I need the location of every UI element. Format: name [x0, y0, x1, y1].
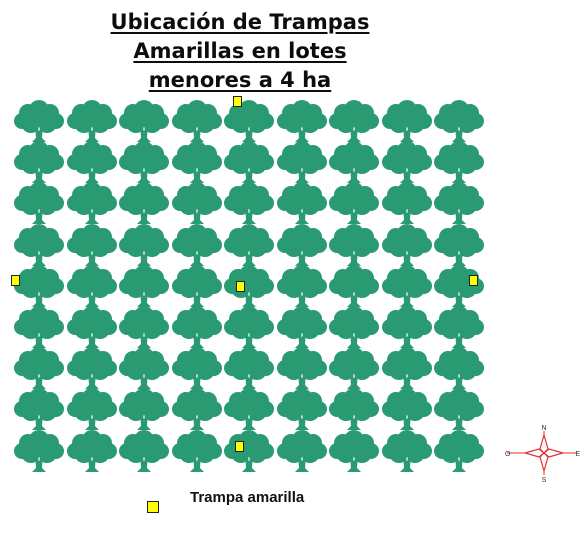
tree-icon	[224, 223, 274, 266]
tree-icon	[329, 388, 379, 431]
tree-icon	[381, 100, 432, 142]
tree-icon	[14, 182, 64, 225]
tree-icon	[276, 182, 327, 225]
tree-icon	[224, 182, 274, 225]
tree-icon	[119, 388, 169, 431]
tree-icon	[119, 264, 169, 307]
tree-icon	[119, 182, 169, 225]
tree-icon	[276, 223, 327, 266]
tree-icon	[276, 141, 327, 184]
tree-icon	[381, 347, 432, 390]
tree-icon	[381, 223, 432, 266]
tree-icon	[14, 264, 64, 307]
yellow-trap-marker	[11, 275, 20, 286]
tree-icon	[329, 141, 379, 184]
tree-icon	[171, 429, 222, 472]
tree-icon	[14, 388, 64, 431]
tree-icon	[14, 306, 64, 348]
tree-icon	[381, 182, 432, 225]
tree-icon	[434, 306, 484, 348]
tree-icon	[434, 264, 484, 307]
tree-icon	[66, 141, 117, 184]
title-line-2: Amarillas en lotes	[133, 39, 347, 63]
tree-icon	[171, 141, 222, 184]
tree-icon	[434, 100, 484, 142]
tree-icon	[14, 429, 64, 472]
tree-icon	[434, 388, 484, 431]
tree-icon	[171, 264, 222, 307]
tree-icon	[119, 347, 169, 390]
tree-icon	[66, 182, 117, 225]
yellow-trap-marker	[236, 281, 245, 292]
tree-icon	[224, 347, 274, 390]
tree-icon	[66, 429, 117, 472]
tree-icon	[329, 223, 379, 266]
tree-icon	[224, 141, 274, 184]
tree-icon	[224, 429, 274, 472]
tree-icon	[381, 388, 432, 431]
tree-icon	[434, 347, 484, 390]
tree-icon	[66, 388, 117, 431]
tree-icon	[66, 347, 117, 390]
tree-icon	[329, 306, 379, 348]
tree-icon	[119, 100, 169, 142]
tree-icon	[276, 264, 327, 307]
tree-icon	[14, 223, 64, 266]
yellow-trap-marker	[469, 275, 478, 286]
tree-icon	[381, 141, 432, 184]
tree-icon	[119, 141, 169, 184]
tree-icon	[276, 347, 327, 390]
page-title: Ubicación de Trampas Amarillas en lotes …	[60, 8, 420, 95]
tree-icon	[329, 264, 379, 307]
tree-icon	[329, 182, 379, 225]
tree-icon	[276, 100, 327, 142]
tree-icon	[66, 306, 117, 348]
tree-icon	[171, 182, 222, 225]
tree-icon	[381, 264, 432, 307]
compass-north-label: N	[541, 425, 546, 432]
tree-icon	[119, 429, 169, 472]
compass-east-label: E	[575, 451, 580, 458]
compass-rose-icon: N S O E	[505, 425, 580, 483]
yellow-trap-marker	[233, 96, 242, 107]
tree-icon	[434, 429, 484, 472]
tree-icon	[14, 347, 64, 390]
title-line-1: Ubicación de Trampas	[110, 10, 370, 34]
legend-trap-swatch	[147, 501, 159, 513]
tree-icon	[276, 429, 327, 472]
tree-icon	[381, 306, 432, 348]
tree-icon	[276, 388, 327, 431]
tree-icon	[171, 306, 222, 348]
compass-west-label: O	[505, 451, 511, 458]
tree-icon	[329, 347, 379, 390]
tree-icon	[66, 264, 117, 307]
tree-icon	[276, 306, 327, 348]
legend-label: Trampa amarilla	[190, 489, 305, 506]
tree-icon	[224, 306, 274, 348]
tree-icon	[66, 223, 117, 266]
tree-icon	[119, 306, 169, 348]
tree-icon	[119, 223, 169, 266]
tree-icon	[171, 223, 222, 266]
tree-icon	[434, 223, 484, 266]
tree-icon	[171, 100, 222, 142]
tree-icon	[329, 100, 379, 142]
tree-icon	[66, 100, 117, 142]
tree-icon	[434, 182, 484, 225]
tree-icon	[14, 141, 64, 184]
tree-icon	[171, 388, 222, 431]
tree-icon	[224, 264, 274, 307]
tree-icon	[224, 100, 274, 142]
tree-icon	[171, 347, 222, 390]
tree-icon	[14, 100, 64, 142]
tree-icon	[434, 141, 484, 184]
tree-icon	[224, 388, 274, 431]
tree-icon	[329, 429, 379, 472]
compass-south-label: S	[542, 477, 547, 483]
yellow-trap-marker	[235, 441, 244, 452]
title-line-3: menores a 4 ha	[148, 68, 332, 92]
tree-icon	[381, 429, 432, 472]
